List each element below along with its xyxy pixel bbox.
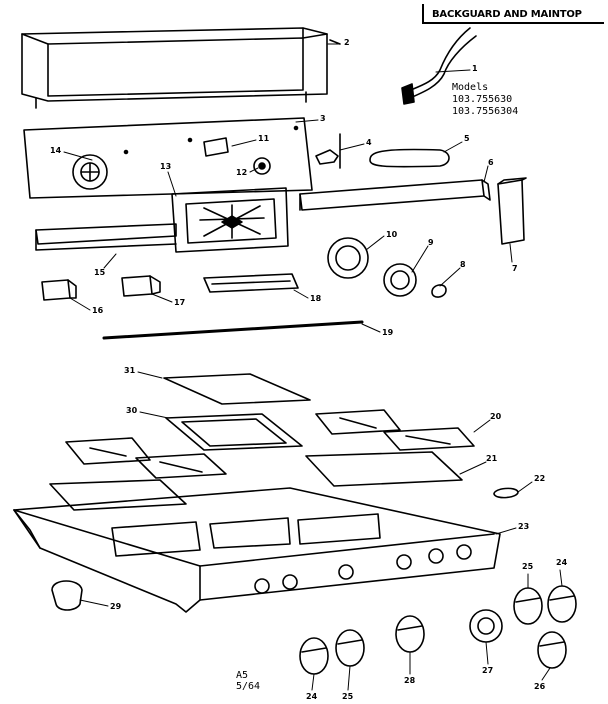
orifice	[493, 487, 519, 499]
part-number-25-left: 25	[342, 692, 354, 701]
part-number-6: 6	[488, 158, 494, 167]
part-number-24-right: 24	[556, 558, 568, 567]
part-number-4: 4	[366, 138, 372, 147]
drawing-code-line-1: A5	[236, 670, 249, 681]
part-number-10: 10	[386, 230, 398, 239]
part-number-7: 7	[512, 264, 518, 273]
brackets	[41, 273, 299, 301]
leader-lines	[63, 43, 563, 691]
models-label: Models	[452, 82, 489, 93]
part-number-25-right: 25	[522, 562, 534, 571]
burner-cover	[163, 373, 311, 405]
drawing-code-line-2: 5/64	[236, 681, 261, 692]
part-number-3: 3	[320, 114, 326, 123]
grate-frame	[165, 413, 303, 451]
wiring-harness	[401, 27, 477, 105]
models-block: Models 103.755630 103.7556304	[452, 82, 518, 118]
part-number-27: 27	[482, 666, 494, 675]
backguard-hood	[21, 27, 341, 109]
timer-dials	[327, 237, 447, 298]
part-number-16: 16	[92, 306, 104, 315]
long-trim-bar	[299, 179, 491, 211]
part-number-15: 15	[94, 268, 106, 277]
part-number-18: 18	[310, 294, 322, 303]
part-number-24-left: 24	[306, 692, 318, 701]
part-number-20: 20	[490, 412, 502, 421]
part-number-29: 29	[110, 602, 122, 611]
burner-assembly	[305, 451, 463, 487]
drawing-code: A5 5/64	[236, 670, 260, 692]
part-number-14: 14	[50, 146, 62, 155]
clock-assembly	[171, 187, 289, 253]
model-number-2: 103.7556304	[452, 106, 519, 117]
drip-cup	[51, 580, 83, 611]
end-cap	[497, 177, 527, 245]
part-number-30: 30	[126, 406, 138, 415]
maintop	[13, 487, 501, 613]
part-number-8: 8	[460, 260, 466, 269]
switch-and-lamp	[315, 133, 450, 169]
part-number-2: 2	[344, 38, 350, 47]
part-number-17: 17	[174, 298, 186, 307]
control-panel	[23, 117, 313, 199]
part-number-11: 11	[258, 134, 270, 143]
part-number-26: 26	[534, 682, 546, 691]
part-number-1: 1	[472, 64, 478, 73]
model-number-1: 103.755630	[452, 94, 513, 105]
part-number-28: 28	[404, 676, 416, 685]
left-burner	[49, 479, 187, 511]
control-knobs	[299, 585, 577, 675]
part-number-23: 23	[518, 522, 530, 531]
part-number-9: 9	[428, 238, 434, 247]
part-number-12: 12	[236, 168, 248, 177]
burner-grates	[65, 409, 475, 479]
trim-strip	[35, 223, 177, 251]
part-number-19: 19	[382, 328, 394, 337]
rod	[102, 320, 364, 340]
part-number-22: 22	[534, 474, 546, 483]
part-number-5: 5	[464, 134, 470, 143]
part-number-13: 13	[160, 162, 172, 171]
diagram-title: BACKGUARD AND MAINTOP	[422, 4, 604, 24]
part-number-31: 31	[124, 366, 136, 375]
part-number-21: 21	[486, 454, 498, 463]
